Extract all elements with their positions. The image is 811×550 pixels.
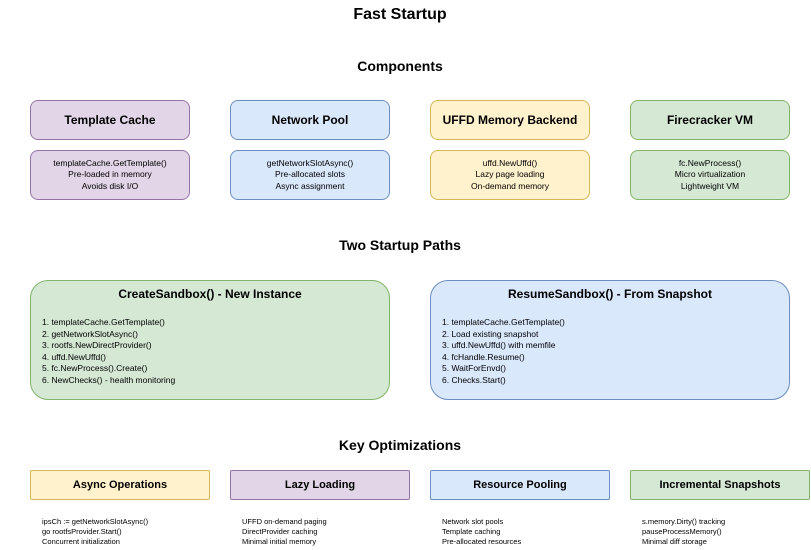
step-item: 6. NewChecks() - health monitoring bbox=[42, 374, 176, 385]
resource-pooling-box: Resource Pooling bbox=[430, 470, 610, 500]
step-item: 3. uffd.NewUffd() with memfile bbox=[442, 340, 556, 350]
note-line: go rootfsProvider.Start() bbox=[42, 527, 122, 536]
note-line: DirectProvider caching bbox=[242, 527, 318, 536]
step-item: 5. WaitForEnvd() bbox=[442, 363, 506, 373]
incremental-snapshots-label: Incremental Snapshots bbox=[659, 479, 781, 491]
detail-line: Async assignment bbox=[275, 180, 345, 191]
network-pool-label: Network Pool bbox=[271, 113, 349, 127]
network-pool-box: Network Pool bbox=[230, 100, 390, 140]
async-operations-label: Async Operations bbox=[72, 479, 168, 491]
template-cache-box: Template Cache bbox=[30, 100, 190, 140]
resource-pooling-notes: Network slot pools Template caching Pre-… bbox=[442, 517, 521, 547]
note-line: UFFD on-demand paging bbox=[242, 517, 327, 526]
resource-pooling-label: Resource Pooling bbox=[473, 479, 567, 491]
step-item: 4. uffd.NewUffd() bbox=[42, 351, 106, 362]
incremental-snapshots-box: Incremental Snapshots bbox=[630, 470, 810, 500]
step-item: 1. templateCache.GetTemplate() bbox=[442, 317, 565, 327]
incremental-snapshots-notes: s.memory.Dirty() tracking pauseProcessMe… bbox=[642, 517, 725, 547]
uffd-memory-backend-box: UFFD Memory Backend bbox=[430, 100, 590, 140]
firecracker-vm-details: fc.NewProcess() Micro virtualization Lig… bbox=[630, 150, 790, 200]
create-sandbox-path: CreateSandbox() - New Instance 1. templa… bbox=[30, 280, 390, 400]
firecracker-vm-label: Firecracker VM bbox=[666, 113, 754, 127]
note-line: Concurrent initialization bbox=[42, 537, 120, 546]
detail-line: getNetworkSlotAsync() bbox=[266, 157, 354, 168]
note-line: Template caching bbox=[442, 527, 501, 536]
create-sandbox-title: CreateSandbox() - New Instance bbox=[118, 287, 302, 301]
startup-paths-heading: Two Startup Paths bbox=[339, 237, 461, 253]
template-cache-label: Template Cache bbox=[64, 113, 156, 127]
detail-line: templateCache.GetTemplate() bbox=[53, 157, 167, 168]
step-item: 4. fcHandle.Resume() bbox=[442, 351, 525, 362]
detail-line: Micro virtualization bbox=[674, 169, 746, 180]
note-line: s.memory.Dirty() tracking bbox=[642, 517, 726, 526]
detail-line: Pre-allocated slots bbox=[275, 169, 345, 180]
detail-line: Lazy page loading bbox=[475, 169, 545, 180]
async-operations-box: Async Operations bbox=[30, 470, 210, 500]
lazy-loading-label: Lazy Loading bbox=[284, 479, 356, 491]
create-sandbox-steps: 1. templateCache.GetTemplate() 2. getNet… bbox=[42, 317, 175, 386]
note-line: ipsCh := getNetworkSlotAsync() bbox=[42, 517, 149, 526]
lazy-loading-box: Lazy Loading bbox=[230, 470, 410, 500]
async-operations-notes: ipsCh := getNetworkSlotAsync() go rootfs… bbox=[42, 517, 148, 547]
detail-line: On-demand memory bbox=[471, 180, 549, 191]
uffd-memory-backend-label: UFFD Memory Backend bbox=[442, 113, 578, 127]
key-optimizations-heading: Key Optimizations bbox=[338, 437, 462, 453]
detail-line: uffd.NewUffd() bbox=[482, 157, 538, 168]
step-item: 2. Load existing snapshot bbox=[442, 328, 539, 339]
resume-sandbox-path: ResumeSandbox() - From Snapshot 1. templ… bbox=[430, 280, 790, 400]
lazy-loading-notes: UFFD on-demand paging DirectProvider cac… bbox=[242, 517, 327, 547]
resume-sandbox-title: ResumeSandbox() - From Snapshot bbox=[507, 287, 713, 301]
note-line: pauseProcessMemory() bbox=[642, 527, 722, 536]
detail-line: Lightweight VM bbox=[680, 180, 740, 191]
detail-line: Avoids disk I/O bbox=[81, 180, 139, 191]
resume-sandbox-steps: 1. templateCache.GetTemplate() 2. Load e… bbox=[442, 317, 565, 386]
template-cache-details: templateCache.GetTemplate() Pre-loaded i… bbox=[30, 150, 190, 200]
note-line: Minimal initial memory bbox=[242, 537, 317, 546]
step-item: 6. Checks.Start() bbox=[442, 374, 506, 385]
note-line: Minimal diff storage bbox=[642, 537, 707, 546]
detail-line: fc.NewProcess() bbox=[678, 157, 742, 168]
note-line: Pre-allocated resources bbox=[442, 537, 522, 546]
step-item: 3. rootfs.NewDirectProvider() bbox=[42, 340, 152, 350]
detail-line: Pre-loaded in memory bbox=[68, 169, 152, 180]
firecracker-vm-box: Firecracker VM bbox=[630, 100, 790, 140]
network-pool-details: getNetworkSlotAsync() Pre-allocated slot… bbox=[230, 150, 390, 200]
diagram-title: Fast Startup bbox=[353, 6, 447, 23]
step-item: 2. getNetworkSlotAsync() bbox=[42, 328, 138, 339]
step-item: 5. fc.NewProcess().Create() bbox=[42, 363, 148, 373]
components-heading: Components bbox=[357, 58, 443, 74]
note-line: Network slot pools bbox=[442, 517, 504, 526]
uffd-memory-backend-details: uffd.NewUffd() Lazy page loading On-dema… bbox=[430, 150, 590, 200]
step-item: 1. templateCache.GetTemplate() bbox=[42, 317, 165, 327]
